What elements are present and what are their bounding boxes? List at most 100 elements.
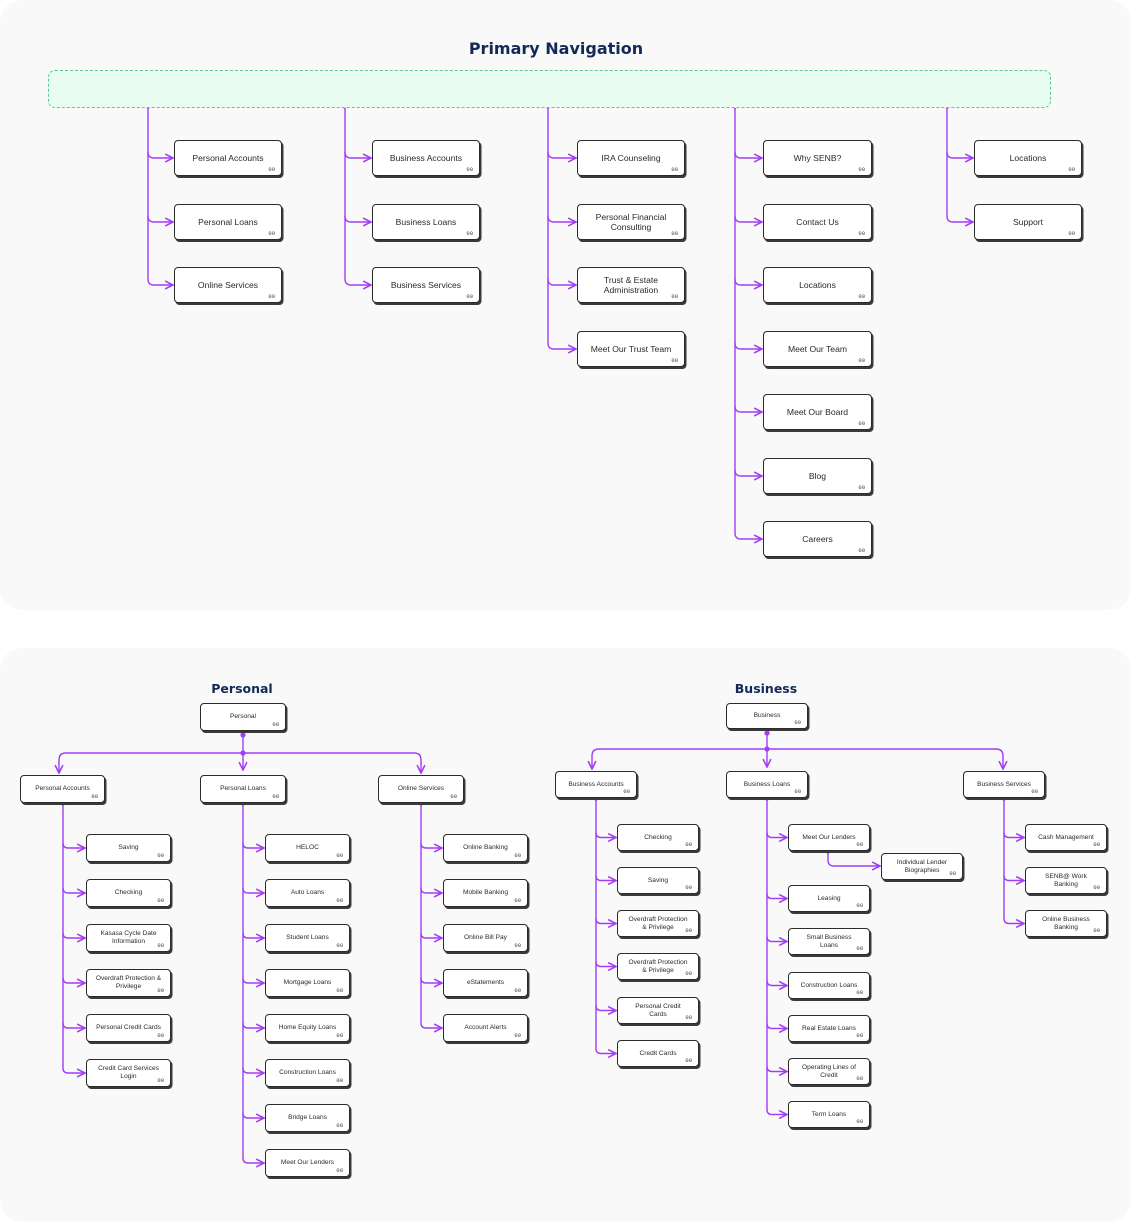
node-tag: 00	[856, 841, 863, 848]
node-label: Saving	[118, 844, 139, 852]
node-label: Blog	[808, 470, 827, 481]
business-item-checking: Checking 00	[617, 824, 699, 851]
business-tree-title: Business	[734, 681, 798, 696]
node-label: Business Accounts	[568, 780, 624, 788]
node-tag: 00	[268, 230, 275, 237]
node-tag: 00	[514, 897, 521, 904]
node-tag: 00	[336, 942, 343, 949]
node-tag: 00	[858, 357, 865, 364]
node-label: Business Services	[390, 279, 462, 290]
node-label: Mortgage Loans	[283, 979, 332, 987]
node-label: IRA Counseling	[601, 152, 661, 163]
nav-about-why-senb: Why SENB?00	[763, 140, 872, 176]
node-tag: 00	[856, 1118, 863, 1125]
node-label: Personal Credit Cards	[635, 1002, 681, 1018]
node-label: Checking	[644, 833, 672, 841]
node-label: Online Bill Pay	[464, 934, 507, 942]
node-label: Personal Financial Consulting	[595, 211, 667, 232]
node-label: Personal	[229, 713, 257, 721]
node-tag: 00	[336, 852, 343, 859]
node-tag: 00	[856, 989, 863, 996]
node-tag: 00	[336, 987, 343, 994]
node-label: Overdraft Protection & Privilege	[95, 975, 162, 990]
node-tag: 00	[949, 870, 956, 877]
node-label: Business Accounts	[389, 152, 463, 163]
personal-tree-title: Personal	[211, 681, 273, 696]
node-label: Cash Management	[1038, 833, 1094, 841]
node-label: Support	[1012, 216, 1044, 227]
node-label: Credit Card Services Login	[98, 1065, 159, 1080]
node-label: Why SENB?	[793, 152, 842, 163]
node-tag: 00	[685, 841, 692, 848]
node-tag: 00	[336, 1077, 343, 1084]
node-tag: 00	[336, 1167, 343, 1174]
node-label: Construction Loans	[800, 981, 858, 989]
node-label: Leasing	[817, 894, 841, 902]
node-tag: 00	[157, 987, 164, 994]
node-label: Home Equity Loans	[278, 1024, 337, 1032]
node-label: Locations	[1009, 152, 1047, 163]
nav-about-blog: Blog 00	[763, 458, 872, 494]
node-tag: 00	[685, 927, 692, 934]
node-label: Online Services	[197, 279, 259, 290]
node-label: Small Business Loans	[806, 933, 852, 949]
node-label: Account Alerts	[464, 1024, 507, 1032]
node-label: Operating Lines of Credit	[802, 1063, 856, 1079]
node-tag: 00	[856, 945, 863, 952]
node-tag: 00	[858, 230, 865, 237]
node-tag: 00	[1068, 166, 1075, 173]
top-level-band	[48, 70, 1051, 108]
node-label: Business	[753, 712, 781, 720]
node-label: Meet Our Lenders	[802, 833, 856, 841]
node-label: Checking	[114, 889, 143, 897]
node-tag: 00	[157, 942, 164, 949]
node-tag: 00	[514, 987, 521, 994]
node-tag: 00	[466, 293, 473, 300]
node-tag: 00	[858, 484, 865, 491]
nav-business-business-services: Business Services 00	[372, 267, 480, 303]
node-label: Personal Accounts	[192, 152, 264, 163]
node-tag: 00	[157, 1032, 164, 1039]
node-label: Trust & Estate Administration	[603, 274, 659, 295]
node-tag: 00	[91, 793, 98, 800]
